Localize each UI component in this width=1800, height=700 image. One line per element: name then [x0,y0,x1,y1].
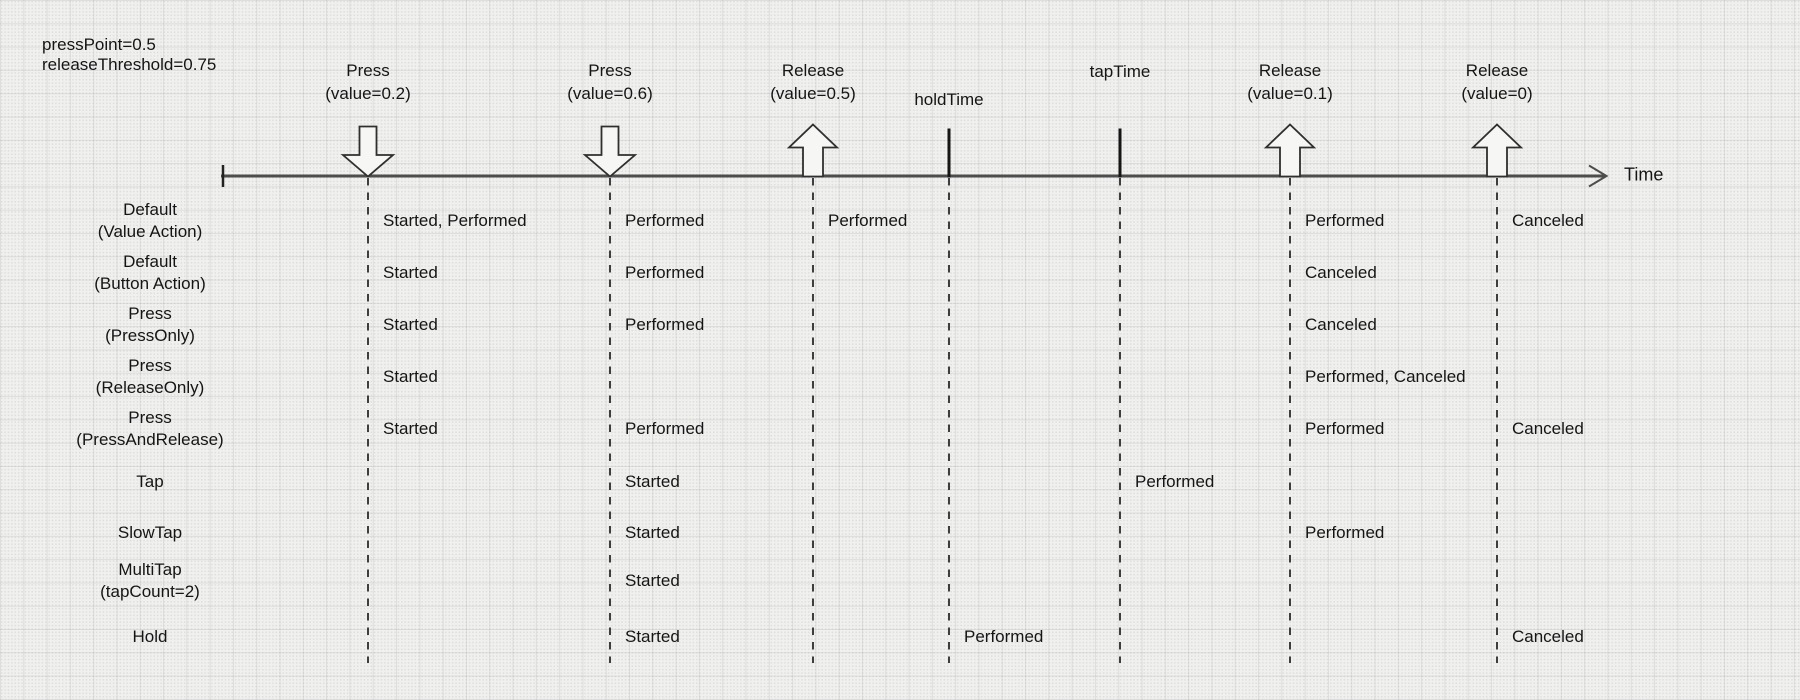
config-text: pressPoint=0.5 releaseThreshold=0.75 [42,35,216,75]
row-label-default-buttonaction: Default (Button Action) [20,251,280,295]
row-label-line: Press [128,356,172,375]
row-label-hold: Hold [20,626,280,648]
phase-annotation: Canceled [1512,419,1584,438]
row-label-line: (Button Action) [94,274,206,293]
event-label-line: Release [1465,61,1529,80]
event-label-line: (value=0.1) [1247,84,1333,103]
event-label-release-value-0-1: Release (value=0.1) [1247,59,1333,105]
phase-annotation: Performed [625,419,705,438]
row-label-line: MultiTap [118,560,182,579]
row-label-line: Hold [132,627,168,646]
event-label-hold-time: holdTime [914,89,983,111]
phase-annotation: Started [383,315,438,334]
event-label-line: (value=0.2) [325,84,411,103]
row-label-press-pressonly: Press (PressOnly) [20,303,280,347]
press-down-arrow-icon [340,125,396,178]
phase-annotation: Performed [1305,419,1385,438]
release-up-arrow-icon [786,123,840,178]
phase-annotation: Started [383,263,438,282]
phase-annotation: Canceled [1305,263,1377,282]
event-label-line: Release [781,61,845,80]
row-label-line: (PressAndRelease) [76,430,224,449]
time-axis-label: Time [1624,164,1664,185]
row-label-line: SlowTap [117,523,183,542]
row-label-press-pressandrelease: Press (PressAndRelease) [20,407,280,451]
phase-annotation: Performed [1305,523,1385,542]
release-up-arrow-icon [1470,123,1524,178]
phase-annotation: Performed [625,211,705,230]
event-label-line: (value=0) [1461,84,1533,103]
row-label-tap: Tap [20,471,280,493]
phase-annotation: Performed [1305,211,1385,230]
event-label-line: Press [588,61,632,80]
row-label-line: Press [128,408,172,427]
phase-annotation: Performed [625,315,705,334]
phase-annotation: Performed [964,627,1044,646]
phase-annotation: Performed [828,211,908,230]
phase-annotation: Started [625,523,680,542]
event-label-release-value-0: Release (value=0) [1461,59,1532,105]
release-up-arrow-icon [1263,123,1317,178]
phase-annotation: Started [625,472,680,491]
phase-annotation: Canceled [1305,315,1377,334]
event-label-line: tapTime [1089,62,1151,81]
time-axis-arrowhead-icon [1588,164,1609,188]
row-label-line: (ReleaseOnly) [95,378,205,397]
phase-annotation: Canceled [1512,627,1584,646]
event-label-line: (value=0.6) [567,84,653,103]
row-label-multitap-tapcount2: MultiTap (tapCount=2) [20,559,280,603]
phase-annotation: Started [625,571,680,590]
row-label-line: (Value Action) [97,222,203,241]
press-down-arrow-icon [582,125,638,178]
phase-annotation: Started [383,419,438,438]
phase-annotation: Performed, Canceled [1305,367,1466,386]
row-label-line: (tapCount=2) [100,582,200,601]
event-label-line: Release [1258,61,1322,80]
phase-annotation: Started, Performed [383,211,527,230]
row-label-default-valueaction: Default (Value Action) [20,199,280,243]
event-label-press-value-0-6: Press (value=0.6) [567,59,653,105]
row-label-line: Default [123,200,177,219]
phase-annotation: Performed [1135,472,1215,491]
event-label-press-value-0-2: Press (value=0.2) [325,59,411,105]
event-label-line: holdTime [914,90,984,109]
row-label-press-releaseonly: Press (ReleaseOnly) [20,355,280,399]
row-label-line: Press [128,304,172,323]
config-presspoint: pressPoint=0.5 [42,35,156,54]
phase-annotation: Performed [625,263,705,282]
row-label-line: Tap [136,472,164,491]
event-label-line: (value=0.5) [770,84,856,103]
event-label-line: Press [346,61,390,80]
event-label-release-value-0-5: Release (value=0.5) [770,59,856,105]
row-label-line: (PressOnly) [105,326,195,345]
event-label-tap-time: tapTime [1090,61,1151,83]
phase-annotation: Started [383,367,438,386]
phase-annotation: Canceled [1512,211,1584,230]
row-label-slowtap: SlowTap [20,522,280,544]
config-releasethreshold: releaseThreshold=0.75 [42,55,217,74]
row-label-line: Default [123,252,177,271]
phase-annotation: Started [625,627,680,646]
